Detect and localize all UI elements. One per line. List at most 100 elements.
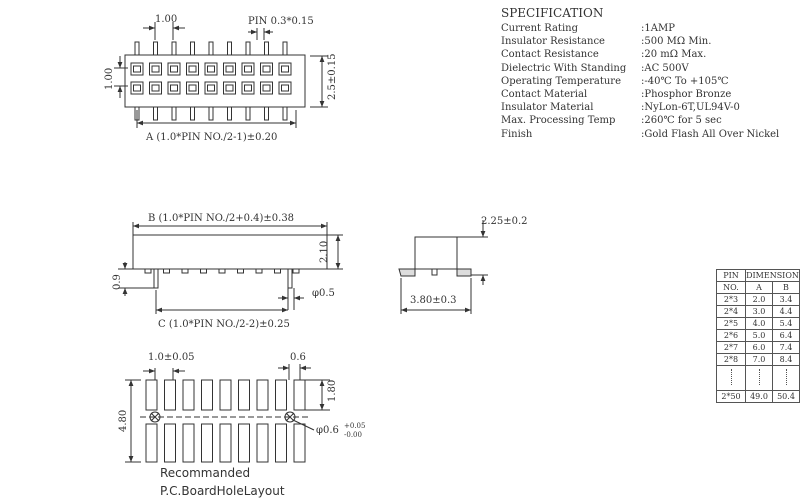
top-pin-lower bbox=[190, 106, 195, 121]
pcb-pad-lower bbox=[182, 423, 195, 463]
side-pin-right bbox=[287, 268, 293, 289]
pcb-pad-lower bbox=[238, 423, 250, 463]
top-contact-hole bbox=[262, 84, 271, 92]
top-contact-hole bbox=[244, 65, 252, 73]
top-height-label: 2.5±0.15 bbox=[327, 53, 338, 100]
spec-value: :260℃ for 5 sec bbox=[641, 115, 722, 127]
pcb-pitch-label: 1.0±0.05 bbox=[148, 352, 195, 363]
pcb-pad-lower bbox=[164, 423, 176, 463]
dim-cell-a: 7.0 bbox=[745, 353, 773, 366]
spec-name: Operating Temperature bbox=[501, 75, 622, 87]
pcb-pad-height-label: 1.80 bbox=[327, 380, 338, 402]
end-height-label: 2.25±0.2 bbox=[481, 216, 528, 227]
top-contact-lower bbox=[223, 81, 236, 95]
dim-cell-a: 3.0 bbox=[745, 305, 773, 318]
top-pin-lower bbox=[264, 106, 269, 121]
top-contact-hole bbox=[151, 65, 160, 73]
pcb-pad-lower bbox=[219, 423, 232, 463]
side-pin-tail bbox=[163, 268, 170, 274]
top-contact-hole bbox=[170, 65, 178, 73]
dim-header-no: NO. bbox=[716, 281, 746, 294]
top-contact-hole bbox=[207, 84, 215, 92]
top-contact-upper bbox=[278, 62, 292, 76]
spec-value: :500 MΩ Min. bbox=[641, 36, 712, 48]
top-pin-upper bbox=[208, 41, 214, 56]
spec-row: Dielectric With Standing:AC 500V bbox=[501, 62, 800, 75]
dim-cell-pin: 2*4 bbox=[716, 305, 746, 318]
top-pin-upper bbox=[153, 41, 158, 56]
dim-a-label: A (1.0*PIN NO./2-1)±0.20 bbox=[145, 132, 277, 143]
dim-cell-a: 49.0 bbox=[745, 390, 773, 403]
top-contact-upper bbox=[241, 62, 255, 76]
dim-c-label: C (1.0*PIN NO./2-2)±0.25 bbox=[158, 319, 290, 330]
side-pin-tail bbox=[200, 268, 207, 274]
top-contact-upper bbox=[223, 62, 236, 76]
pcb-pad-lower bbox=[293, 423, 306, 463]
dim-cell-pin: 2*5 bbox=[716, 317, 746, 330]
top-contact-hole bbox=[262, 65, 271, 73]
dim-header-b: B bbox=[772, 281, 800, 294]
dim-cell-b: 6.4 bbox=[772, 329, 800, 342]
pcb-pad-upper bbox=[182, 379, 195, 411]
dim-header-pin: PIN bbox=[716, 269, 746, 282]
spec-value: :Gold Flash All Over Nickel bbox=[641, 128, 780, 140]
dim-cell-b: 4.4 bbox=[772, 305, 800, 318]
top-contact-hole bbox=[207, 65, 215, 73]
spec-row: Insulator Resistance :500 MΩ Min. bbox=[501, 35, 800, 48]
side-body-height-label: 2.10 bbox=[319, 241, 330, 263]
pcb-hole-tol-upper: +0.05 bbox=[344, 422, 365, 430]
top-contact-lower bbox=[167, 81, 181, 95]
spec-value: :20 mΩ Max. bbox=[641, 49, 707, 61]
side-pin-left bbox=[153, 268, 159, 289]
pcb-pad-upper bbox=[201, 379, 213, 411]
top-contact-upper bbox=[167, 62, 181, 76]
side-pin-tail bbox=[144, 268, 152, 274]
spec-name: Contact Resistance bbox=[501, 49, 599, 61]
top-pin-size-label: PIN 0.3*0.15 bbox=[248, 16, 314, 27]
side-pin-tail bbox=[255, 268, 263, 274]
top-pin-upper bbox=[227, 41, 232, 56]
pcb-pad-lower bbox=[256, 423, 269, 463]
top-contact-upper bbox=[204, 62, 218, 76]
top-contact-hole bbox=[225, 84, 234, 92]
dim-cell-a: 4.0 bbox=[745, 317, 773, 330]
top-contact-hole bbox=[133, 65, 141, 73]
spec-name: Dielectric With Standing bbox=[501, 62, 627, 74]
top-contact-lower bbox=[149, 81, 162, 95]
dim-cell-b: 50.4 bbox=[772, 390, 800, 403]
pcb-total-height-label: 4.80 bbox=[118, 410, 129, 432]
dim-ellipsis-cell bbox=[716, 365, 746, 391]
dim-cell-a: 5.0 bbox=[745, 329, 773, 342]
top-contact-upper bbox=[149, 62, 162, 76]
dim-cell-a: 2.0 bbox=[745, 293, 773, 306]
end-width-label: 3.80±0.3 bbox=[410, 295, 457, 306]
dim-b-label: B (1.0*PIN NO./2+0.4)±0.38 bbox=[148, 213, 294, 224]
top-contact-lower bbox=[186, 81, 199, 95]
top-contact-hole bbox=[151, 84, 160, 92]
top-pin-lower bbox=[227, 106, 232, 121]
spec-row: Operating Temperature:-40℃ To +105℃ bbox=[501, 75, 800, 88]
top-pitch-label: 1.00 bbox=[155, 14, 177, 25]
top-contact-lower bbox=[241, 81, 255, 95]
top-contact-hole bbox=[225, 65, 234, 73]
spec-row: Max. Processing Temp :260℃ for 5 sec bbox=[501, 114, 800, 127]
spec-name: Contact Material bbox=[501, 88, 588, 100]
spec-name: Insulator Resistance bbox=[501, 36, 605, 48]
spec-name: Max. Processing Temp bbox=[501, 115, 616, 127]
top-pin-upper bbox=[264, 41, 269, 56]
top-contact-upper bbox=[130, 62, 144, 76]
pcb-pad-upper bbox=[219, 379, 232, 411]
dim-cell-b: 5.4 bbox=[772, 317, 800, 330]
spec-row: Contact Resistance :20 mΩ Max. bbox=[501, 48, 800, 61]
specification-title: SPECIFICATION bbox=[501, 6, 604, 20]
top-pin-lower bbox=[282, 106, 288, 121]
top-pin-upper bbox=[190, 41, 195, 56]
dim-ellipsis-cell bbox=[772, 365, 800, 391]
side-pin-tail bbox=[237, 268, 244, 274]
mount-hole-left bbox=[149, 411, 161, 423]
